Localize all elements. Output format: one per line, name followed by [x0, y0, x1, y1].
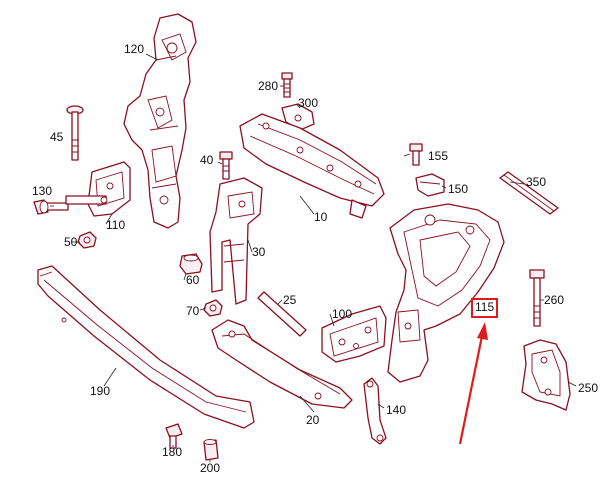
part-60-buffer — [179, 253, 203, 275]
part-130-bolt — [33, 199, 69, 215]
label-40: 40 — [200, 153, 214, 167]
part-120-side-member — [123, 13, 197, 229]
label-100: 100 — [332, 307, 352, 321]
label-300: 300 — [298, 96, 318, 110]
part-20-lower-cross-member — [211, 319, 353, 409]
label-260: 260 — [544, 293, 564, 307]
label-25: 25 — [283, 293, 297, 307]
part-180-bolt — [165, 423, 183, 449]
label-110: 110 — [106, 218, 125, 232]
part-300-clip — [281, 103, 315, 131]
part-10-cross-member — [239, 113, 385, 219]
label-250: 250 — [578, 381, 598, 395]
label-120: 120 — [124, 42, 144, 56]
label-180: 180 — [162, 445, 182, 459]
highlight-box — [471, 298, 498, 318]
label-60: 60 — [186, 273, 200, 287]
part-250-bracket — [521, 339, 571, 411]
label-70: 70 — [186, 304, 200, 318]
part-100-bracket — [321, 305, 387, 363]
part-200-sleeve — [203, 439, 219, 461]
label-190: 190 — [90, 384, 110, 398]
label-20: 20 — [306, 413, 320, 427]
label-45: 45 — [50, 130, 64, 144]
part-155-bolt — [409, 143, 423, 166]
highlight-115 — [458, 298, 498, 445]
part-260-long-bolt — [529, 269, 545, 327]
label-155: 155 — [428, 149, 448, 163]
part-140-strut — [363, 377, 387, 445]
part-150-clip — [415, 173, 445, 197]
part-40-bolt — [219, 151, 233, 180]
label-115: 115 — [475, 300, 494, 314]
part-70-nut — [203, 299, 223, 317]
part-50-nut — [77, 231, 97, 249]
highlight-arrow-shaft — [458, 335, 484, 445]
label-130: 130 — [32, 184, 52, 198]
part-110-bracket — [65, 161, 131, 217]
label-150: 150 — [448, 182, 468, 196]
part-280-bolt — [281, 72, 293, 98]
label-30: 30 — [252, 245, 266, 259]
highlight-arrow-head — [477, 322, 488, 340]
label-140: 140 — [386, 403, 406, 417]
part-190-bumper-beam — [37, 265, 255, 429]
label-10: 10 — [314, 210, 328, 224]
part-30-support — [209, 177, 263, 305]
part-25-foam-bar — [257, 291, 307, 337]
part-115-side-member — [387, 203, 505, 383]
part-number-labels: 120 280 300 45 40 155 130 110 150 350 10… — [32, 42, 598, 475]
part-45-long-bolt — [66, 105, 84, 161]
leader-lines — [50, 53, 577, 462]
label-200: 200 — [200, 461, 220, 475]
label-280: 280 — [258, 79, 278, 93]
label-350: 350 — [526, 175, 546, 189]
label-50: 50 — [64, 235, 78, 249]
